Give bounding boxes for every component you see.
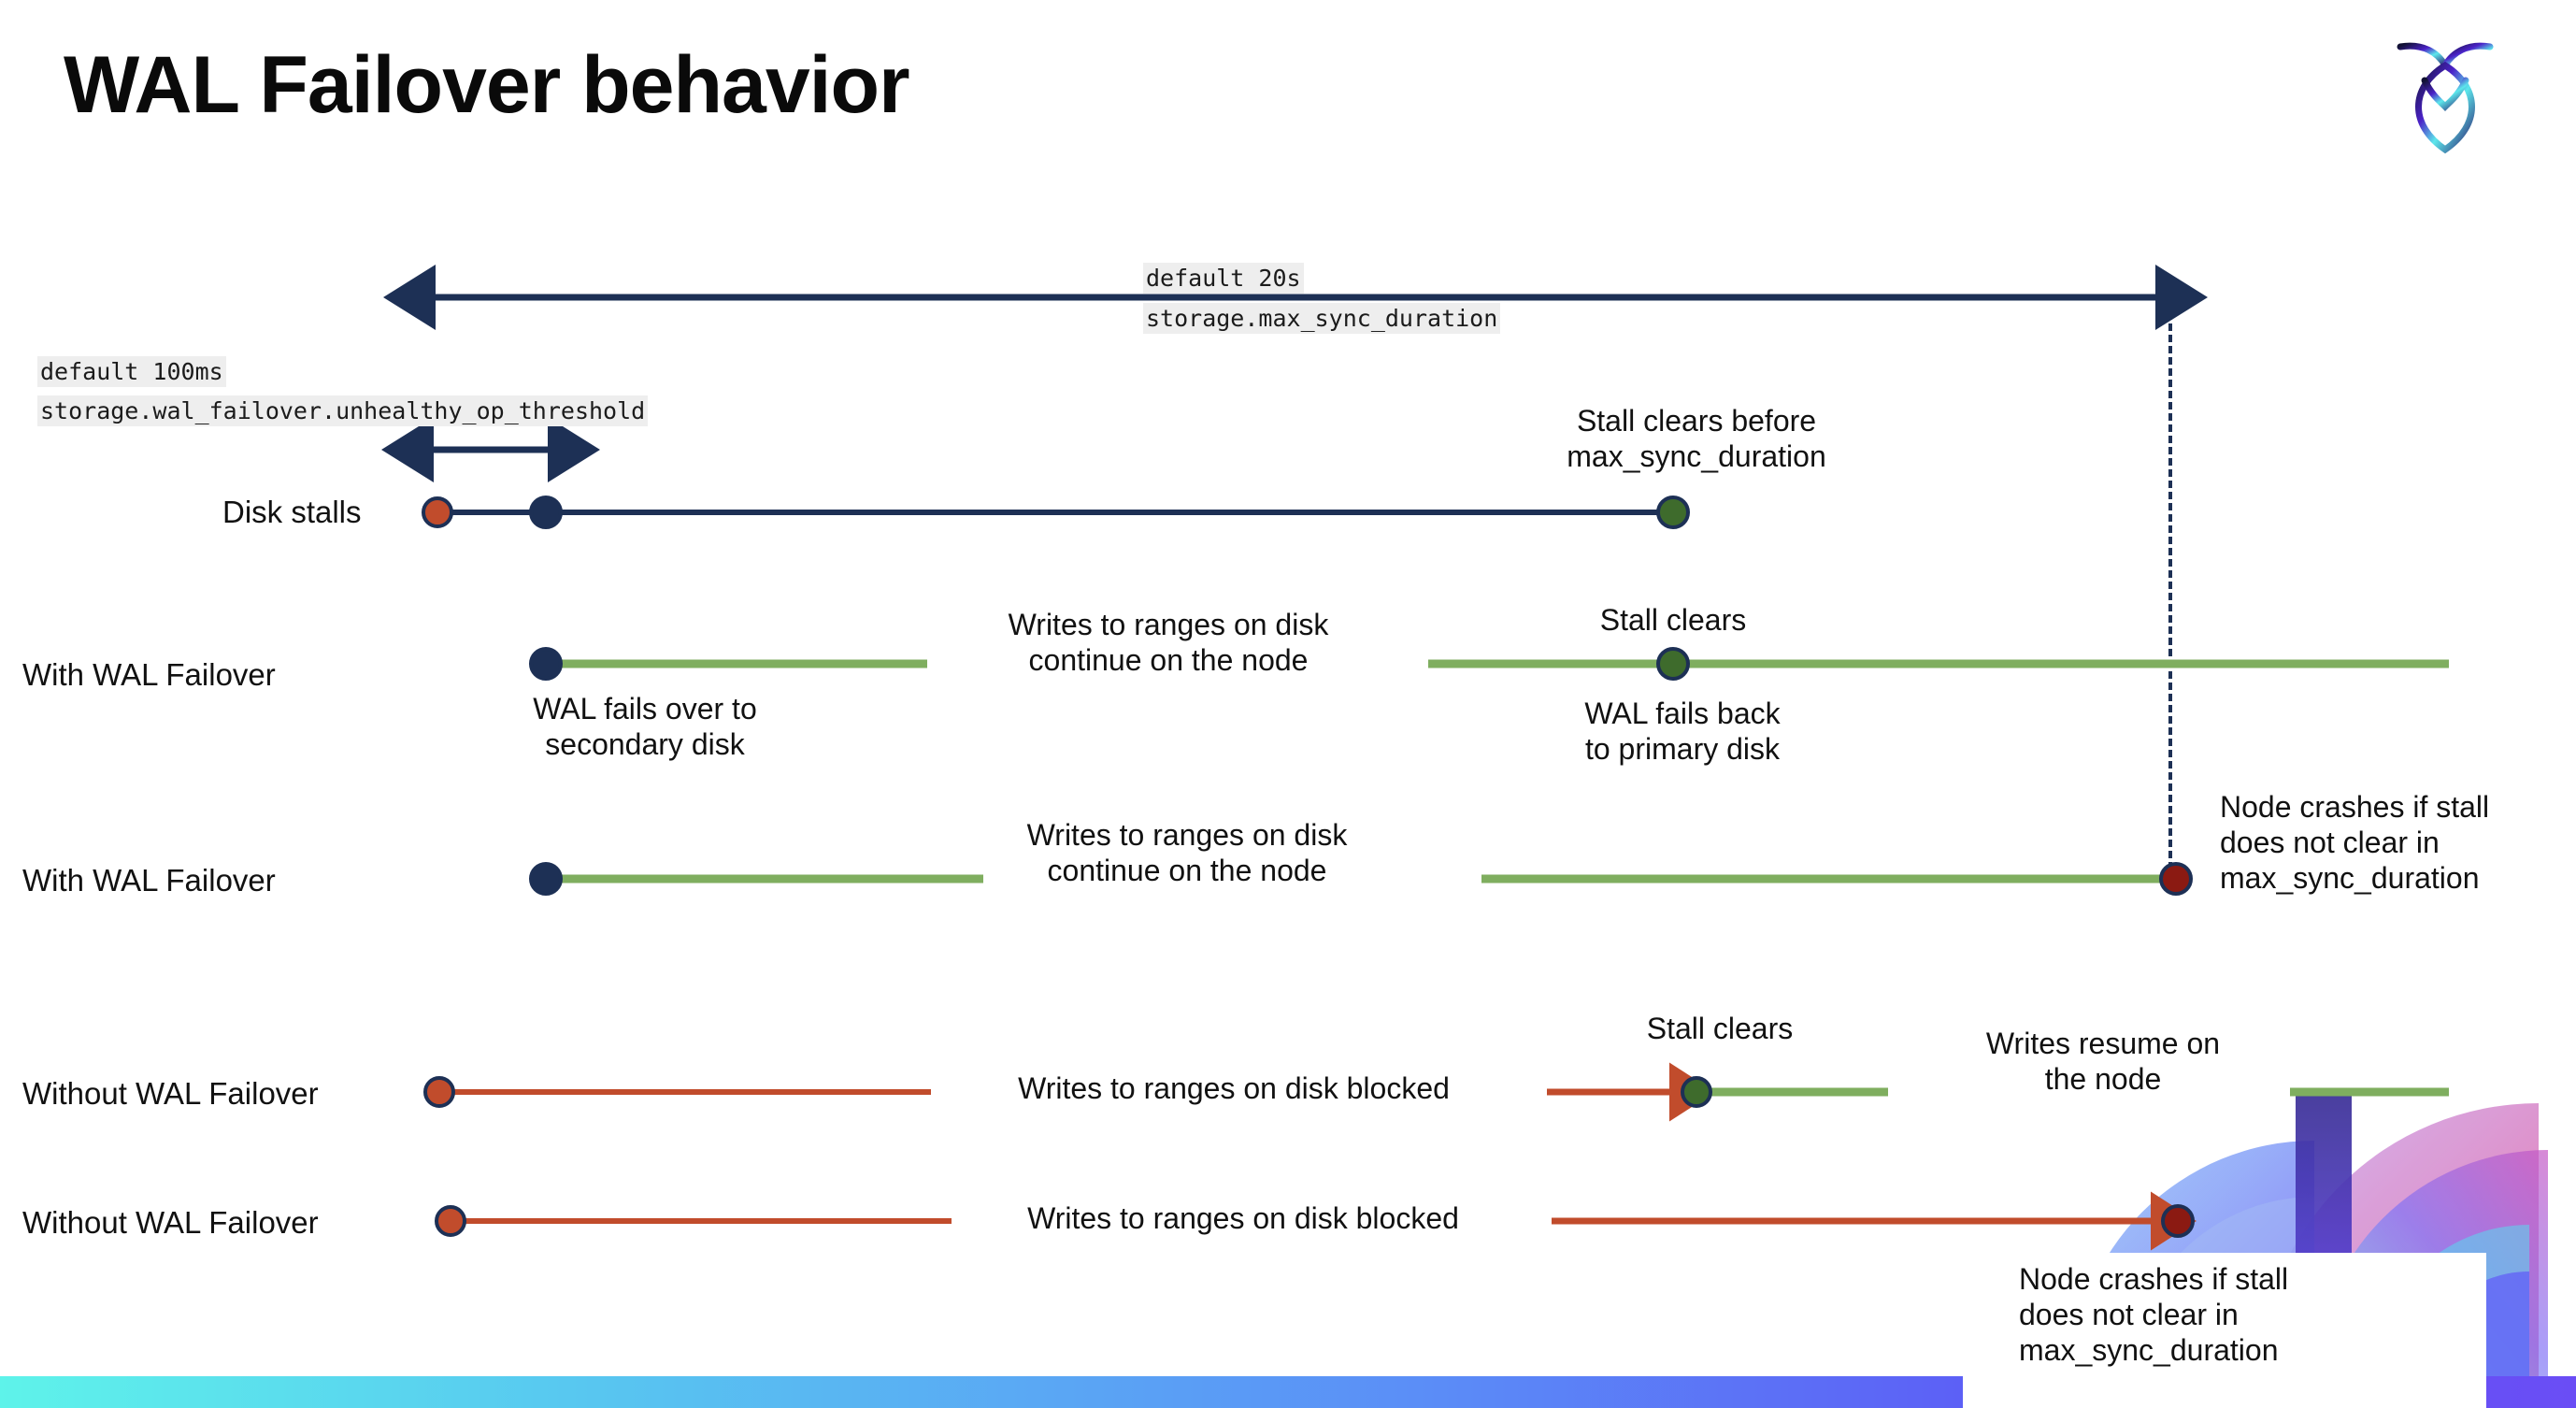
page-title: WAL Failover behavior [64,40,910,130]
note-stall-clears-before-max-sync: Stall clears before max_sync_duration [1567,404,1826,473]
wal-failover-crash-segment-a [553,874,983,884]
blocked-writes-segment-row5 [456,1218,952,1224]
disk-stall-clears-dot [1656,496,1690,529]
row-label-without-wal-failover-clears: Without WAL Failover [22,1076,319,1111]
node-crash-dot-row5 [2161,1204,2195,1238]
row-label-disk-stalls: Disk stalls [222,495,362,529]
note-writes-continue-row2: Writes to ranges on disk continue on the… [1008,608,1329,677]
stall-clears-dot-row4 [1681,1076,1712,1108]
unhealthy-op-threshold-default-chip: default 100ms [37,356,226,388]
row-label-with-wal-failover-clears: With WAL Failover [22,657,276,692]
wal-failover-crash-start-dot [529,862,563,896]
note-wal-fails-back-primary: WAL fails back to primary disk [1584,697,1781,766]
row-label-with-wal-failover-crash: With WAL Failover [22,863,276,898]
wal-failover-start-dot [529,647,563,681]
note-node-crashes-row3: Node crashes if stall does not clear in … [2220,790,2490,895]
wal-failover-secondary-segment [553,659,927,668]
cockroachdb-logo-icon [2389,28,2501,159]
disk-stall-detected-dot [529,496,563,529]
max-sync-duration-setting-chip: storage.max_sync_duration [1143,303,1501,335]
note-writes-continue-row3: Writes to ranges on disk continue on the… [1026,818,1348,887]
disk-stall-start-dot [422,496,453,528]
blocked-writes-segment-row4 [445,1089,931,1095]
stall-start-dot-row4 [423,1076,455,1108]
wal-failover-primary-segment [1428,659,2449,668]
node-crash-callout-box-row5 [1963,1253,2486,1408]
note-stall-clears-row4: Stall clears [1646,1012,1794,1045]
note-writes-resume-row4: Writes resume on the node [1985,1027,2221,1096]
disk-stall-timeline-segment [437,510,1671,515]
node-crash-dot-row3 [2159,862,2193,896]
wal-failover-crash-segment-b [1481,874,2173,884]
note-writes-blocked-row5: Writes to ranges on disk blocked [1027,1201,1459,1235]
max-sync-duration-default-chip: default 20s [1143,263,1304,295]
note-node-crashes-row5: Node crashes if stall does not clear in … [2019,1262,2289,1367]
stall-start-dot-row5 [435,1205,466,1237]
note-writes-blocked-row4: Writes to ranges on disk blocked [1018,1071,1450,1105]
note-wal-fails-over-secondary: WAL fails over to secondary disk [533,692,757,761]
max-sync-duration-deadline-line [2168,301,2172,881]
writes-resume-segment-row4-tail [2290,1087,2449,1097]
wal-failback-stall-clears-dot [1656,647,1690,681]
unhealthy-op-threshold-setting-chip: storage.wal_failover.unhealthy_op_thresh… [37,395,649,427]
note-stall-clears-row2: Stall clears [1599,603,1747,637]
writes-resume-segment-row4 [1701,1087,1888,1097]
row-label-without-wal-failover-crash: Without WAL Failover [22,1205,319,1240]
